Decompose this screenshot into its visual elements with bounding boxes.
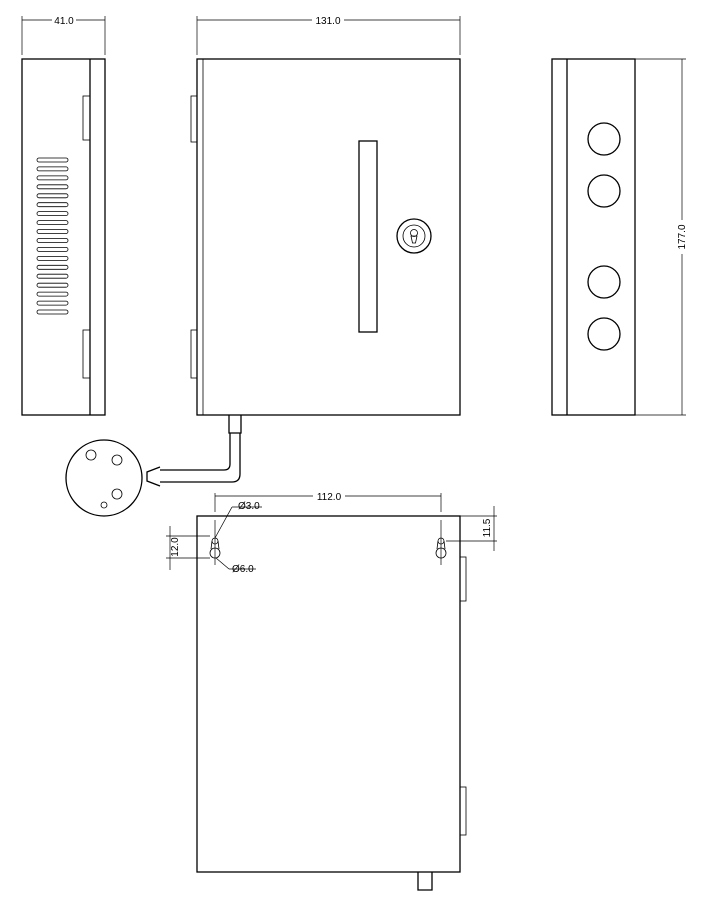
vent-slot xyxy=(36,220,69,226)
cable-gland-hole xyxy=(587,174,621,208)
dimension-front-width: 131.0 xyxy=(196,16,461,55)
cable-gland-hole xyxy=(587,317,621,351)
dimension-keyhole-length: 12.0 xyxy=(166,526,210,570)
dimension-label-112: 112.0 xyxy=(317,492,342,503)
vent-slot xyxy=(36,246,69,252)
dimension-top-offset: 11.5 xyxy=(446,506,497,551)
vent-slot xyxy=(36,291,69,297)
cable-gland-hole xyxy=(587,265,621,299)
right-side-view xyxy=(551,58,636,416)
callout-hole-large: Ø6.0 xyxy=(215,557,256,575)
vent-slot xyxy=(36,264,69,270)
vent-slot xyxy=(36,238,69,243)
vent-slot xyxy=(36,157,69,163)
dimension-label-11-5: 11.5 xyxy=(482,518,493,537)
diameter-label-6: Ø6.0 xyxy=(232,564,254,575)
dimension-side-width: 41.0 xyxy=(21,16,106,55)
ventilation-slots xyxy=(36,157,69,315)
vent-slot xyxy=(36,202,69,208)
rear-view xyxy=(196,515,467,891)
vent-slot xyxy=(36,193,69,199)
diameter-label-3: Ø3.0 xyxy=(238,501,260,512)
vent-slot xyxy=(36,175,69,181)
callout-hole-small: Ø3.0 xyxy=(214,501,262,539)
dimension-label-131: 131.0 xyxy=(315,16,340,27)
dimension-height: 177.0 xyxy=(635,58,688,416)
left-side-view xyxy=(21,58,106,416)
door-handle xyxy=(358,140,378,333)
dimension-label-41: 41.0 xyxy=(54,16,74,27)
vent-slot xyxy=(36,309,69,315)
dimension-hole-spacing: 112.0 xyxy=(214,492,442,512)
power-cable xyxy=(146,415,242,487)
vent-slot xyxy=(36,255,69,261)
front-view xyxy=(190,58,461,416)
schuko-plug xyxy=(65,439,143,517)
vent-slot xyxy=(36,211,69,217)
vent-slot xyxy=(36,273,69,279)
door-lock xyxy=(396,218,432,254)
vent-slot xyxy=(36,282,69,288)
dimension-label-177: 177.0 xyxy=(677,224,688,249)
cable-gland-hole xyxy=(587,122,621,156)
vent-slot xyxy=(36,229,69,234)
vent-slot xyxy=(36,184,69,190)
dimension-label-12: 12.0 xyxy=(170,537,181,557)
vent-slot xyxy=(36,166,69,172)
vent-slot xyxy=(36,300,69,306)
